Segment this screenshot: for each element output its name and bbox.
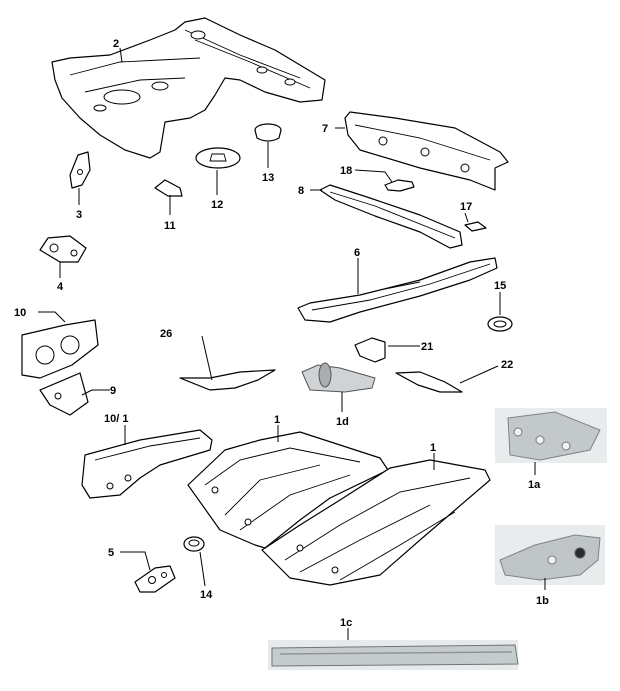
part-9-bracket bbox=[39, 372, 89, 416]
label-1d: 1d bbox=[336, 416, 349, 428]
label-26: 26 bbox=[160, 328, 172, 340]
part-22-brace bbox=[395, 371, 463, 393]
label-1a: 1a bbox=[528, 479, 541, 491]
label-1-left: 1 bbox=[274, 414, 280, 426]
part-18-plate bbox=[384, 179, 415, 192]
part-4-bracket bbox=[39, 235, 87, 263]
label-4: 4 bbox=[57, 281, 64, 293]
part-6-tunnel-rail bbox=[297, 257, 498, 323]
part-14-grommet bbox=[183, 536, 205, 552]
part-13-plug bbox=[254, 123, 282, 142]
label-2: 2 bbox=[113, 38, 119, 50]
part-8-rail bbox=[319, 184, 463, 249]
part-7-crossmember bbox=[344, 111, 509, 191]
label-17: 17 bbox=[460, 201, 472, 213]
part-10-1-rail bbox=[81, 429, 213, 499]
part-11-bracket bbox=[154, 179, 183, 197]
label-18: 18 bbox=[340, 165, 352, 177]
part-10-panel bbox=[21, 319, 99, 379]
label-1-right: 1 bbox=[430, 442, 436, 454]
part-1b-photo bbox=[495, 525, 605, 585]
part-26-brace bbox=[179, 369, 276, 391]
label-1c: 1c bbox=[340, 617, 352, 629]
label-9: 9 bbox=[110, 385, 116, 397]
callout-labels: 2 7 18 8 17 6 15 13 12 3 11 4 10 9 10/ 1… bbox=[14, 38, 549, 629]
label-6: 6 bbox=[354, 247, 360, 259]
label-10-1: 10/ 1 bbox=[104, 413, 128, 425]
label-14: 14 bbox=[200, 589, 213, 601]
part-17-plate bbox=[464, 221, 487, 232]
label-21: 21 bbox=[421, 341, 433, 353]
part-1a-photo bbox=[495, 408, 607, 463]
label-5: 5 bbox=[108, 547, 114, 559]
label-3: 3 bbox=[76, 209, 82, 221]
part-5-bracket bbox=[134, 565, 176, 593]
part-12-disc bbox=[195, 147, 241, 169]
part-1-floor-right bbox=[261, 459, 491, 586]
label-12: 12 bbox=[211, 199, 223, 211]
part-15-grommet bbox=[487, 316, 513, 332]
label-1b: 1b bbox=[536, 595, 549, 607]
label-10: 10 bbox=[14, 307, 26, 319]
part-1c-photo bbox=[268, 640, 519, 670]
label-11: 11 bbox=[164, 220, 176, 232]
leader-lines bbox=[38, 47, 546, 640]
label-15: 15 bbox=[494, 280, 506, 292]
label-7: 7 bbox=[322, 123, 328, 135]
label-13: 13 bbox=[262, 172, 274, 184]
part-1d-bracket bbox=[301, 362, 376, 393]
part-3-bracket bbox=[69, 151, 91, 189]
part-2-front-floor bbox=[51, 17, 326, 159]
part-21-bracket bbox=[354, 337, 386, 363]
label-22: 22 bbox=[501, 359, 513, 371]
part-1-floor-left bbox=[187, 431, 389, 549]
label-8: 8 bbox=[298, 185, 304, 197]
